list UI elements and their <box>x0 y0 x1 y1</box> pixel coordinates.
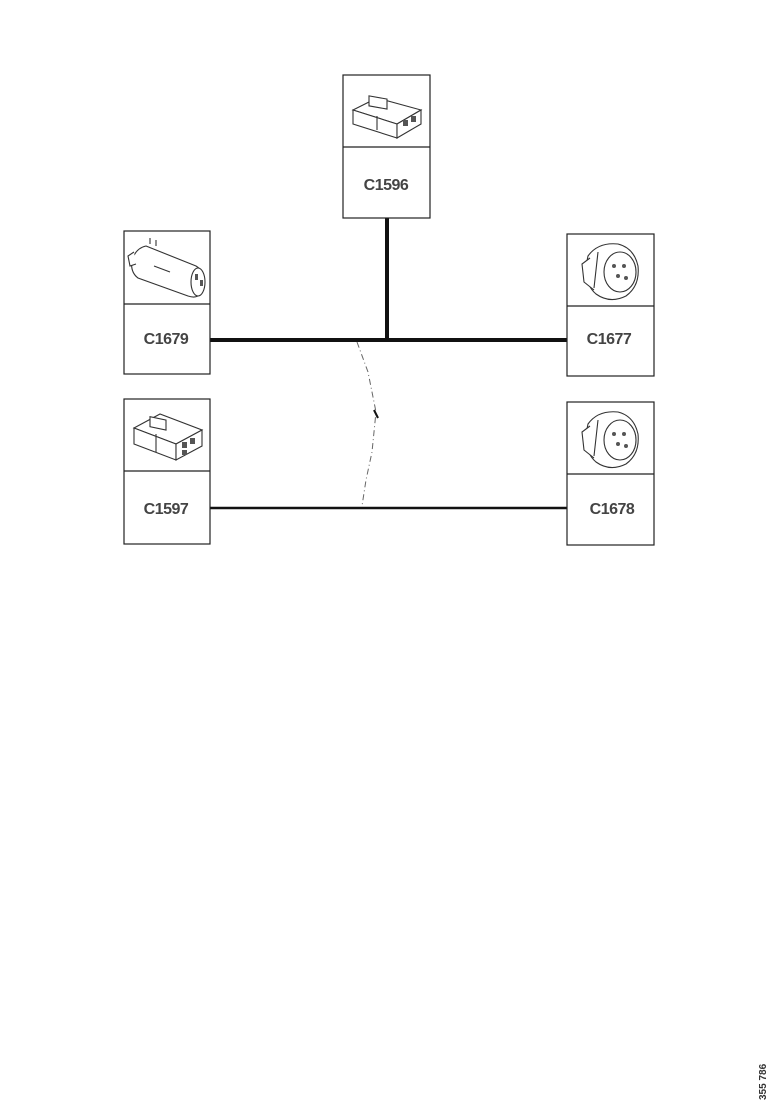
round-connector-icon <box>581 243 639 301</box>
connector-box-c1596: C1596 <box>342 74 431 219</box>
document-reference: 355 786 <box>752 1044 778 1104</box>
twisted-pair-tick <box>373 409 379 419</box>
document-reference-number: 355 786 <box>758 1063 769 1100</box>
connector-box-c1597: C1597 <box>123 398 211 545</box>
connector-label-c1679: C1679 <box>144 331 189 348</box>
connector-box-c1679: C1679 <box>123 230 211 375</box>
wires <box>210 218 567 510</box>
connector-box-c1677: C1677 <box>566 233 655 377</box>
rectangular-connector-icon <box>132 413 204 461</box>
twisted-pair-marker <box>356 341 377 507</box>
connector-label-c1678: C1678 <box>590 501 635 518</box>
connector-box-c1678: C1678 <box>566 401 655 546</box>
round-connector-icon <box>581 411 639 469</box>
connector-label-c1596: C1596 <box>364 177 409 194</box>
rectangular-connector-icon <box>351 95 423 139</box>
connector-label-c1597: C1597 <box>144 501 189 518</box>
cylindrical-connector-icon <box>127 238 206 298</box>
connector-label-c1677: C1677 <box>587 331 632 348</box>
